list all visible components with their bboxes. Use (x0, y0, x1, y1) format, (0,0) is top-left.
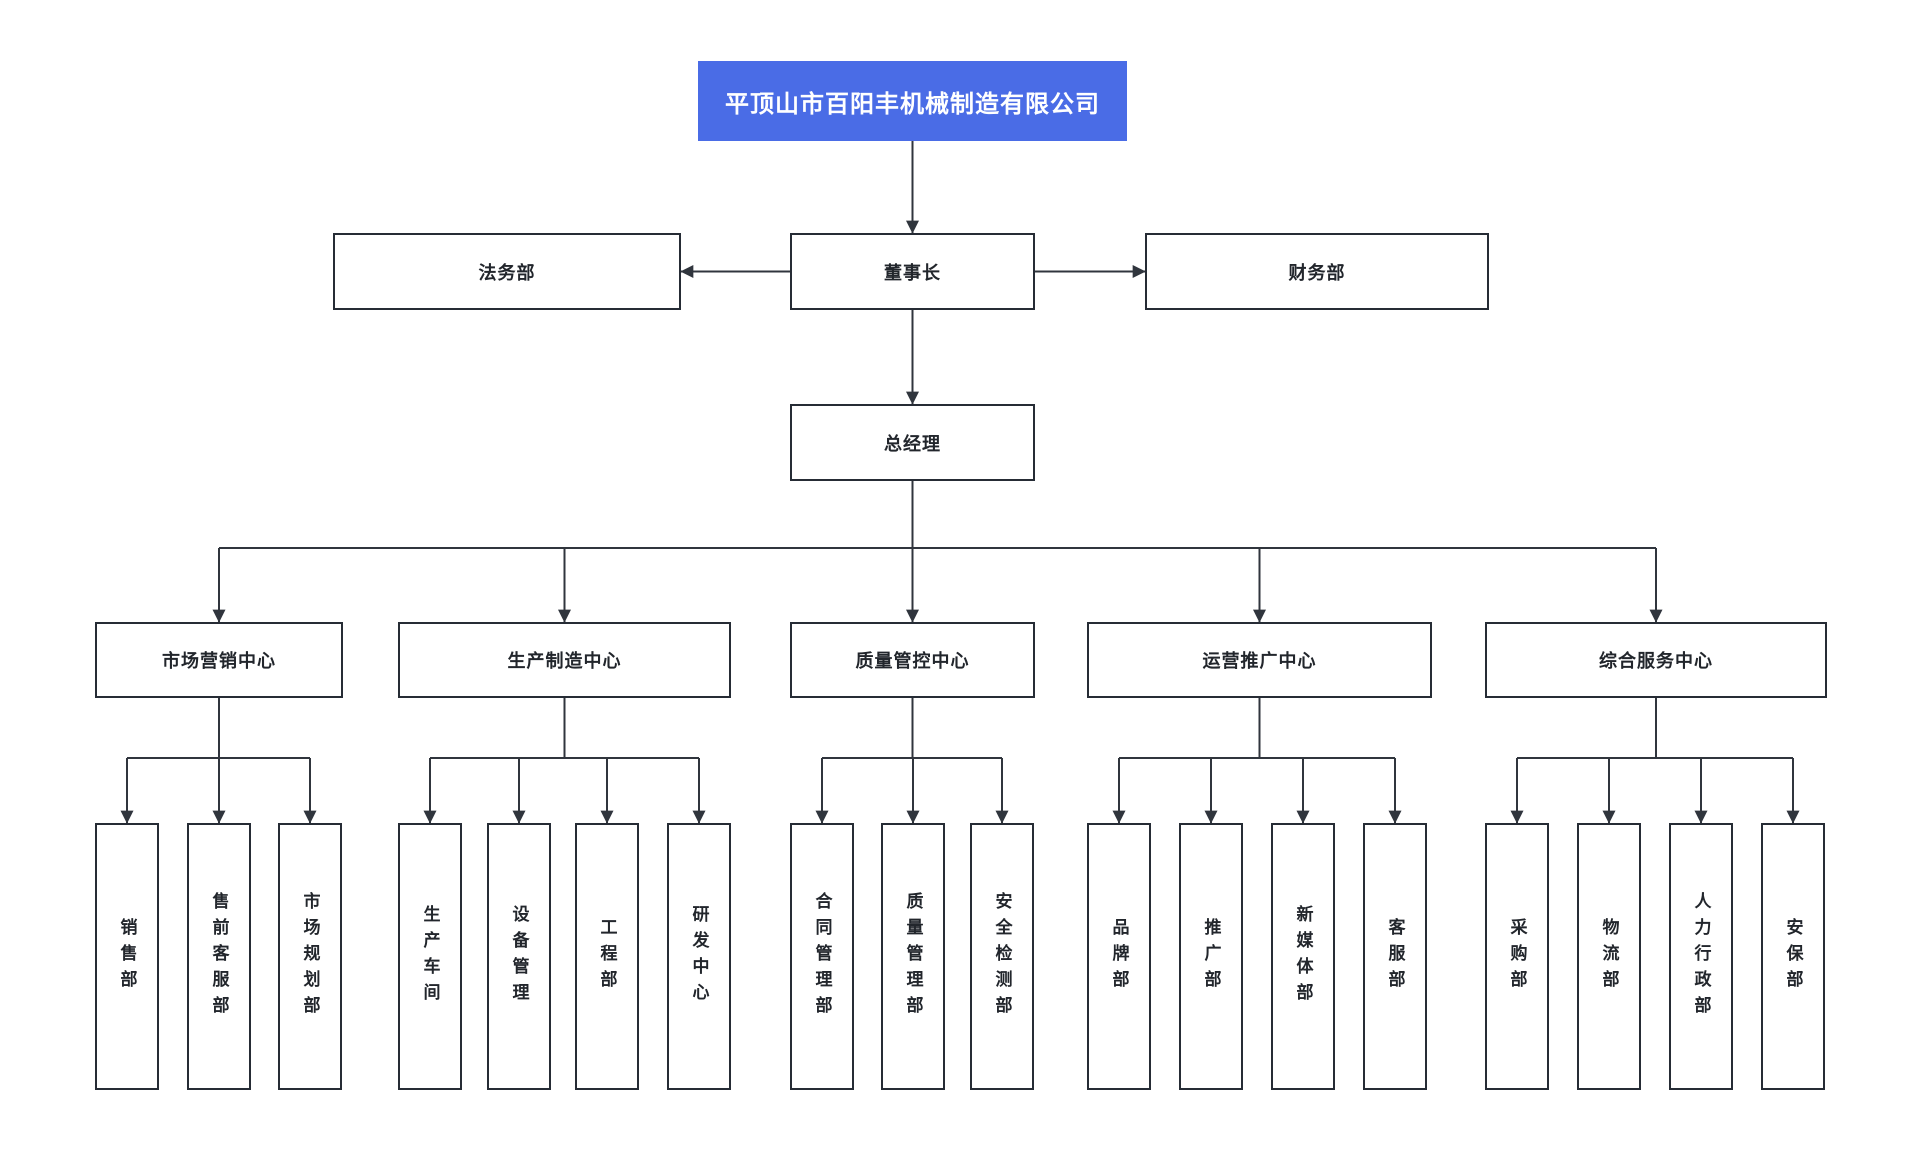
org-node-label-qmanage: 质量管理部 (903, 891, 923, 1022)
org-node-qmanage: 质量管理部 (881, 823, 945, 1090)
org-node-purchasing: 采购部 (1485, 823, 1549, 1090)
org-node-label-chairman: 董事长 (884, 262, 941, 283)
org-node-label-security: 安保部 (1783, 917, 1803, 996)
org-node-label-services: 综合服务中心 (1599, 651, 1713, 671)
org-node-label-promotion: 推广部 (1201, 917, 1221, 996)
org-node-label-planning: 市场规划部 (300, 891, 320, 1022)
org-node-label-production: 生产制造中心 (507, 651, 622, 671)
org-node-rnd: 研发中心 (667, 823, 731, 1090)
org-node-label-newmedia: 新媒体部 (1293, 904, 1313, 1009)
org-node-production: 生产制造中心 (398, 622, 731, 698)
org-node-promotion: 推广部 (1179, 823, 1243, 1090)
org-node-label-gm: 总经理 (884, 433, 941, 454)
org-node-label-engineering: 工程部 (597, 917, 617, 996)
org-node-label-workshop: 生产车间 (420, 904, 440, 1009)
org-node-operations: 运营推广中心 (1087, 622, 1432, 698)
org-node-custserv: 客服部 (1363, 823, 1427, 1090)
org-node-label-legal: 法务部 (478, 262, 536, 283)
org-node-services: 综合服务中心 (1485, 622, 1827, 698)
org-node-logistics: 物流部 (1577, 823, 1641, 1090)
org-node-security: 安保部 (1761, 823, 1825, 1090)
org-node-label-equipment: 设备管理 (509, 904, 529, 1009)
org-node-workshop: 生产车间 (398, 823, 462, 1090)
org-node-label-presales: 售前客服部 (209, 891, 229, 1022)
org-node-engineering: 工程部 (575, 823, 639, 1090)
org-node-chairman: 董事长 (790, 233, 1035, 310)
org-node-label-custserv: 客服部 (1385, 917, 1405, 996)
org-node-label-contract: 合同管理部 (812, 891, 832, 1022)
org-node-label-rnd: 研发中心 (689, 904, 709, 1009)
org-node-equipment: 设备管理 (487, 823, 551, 1090)
org-node-label-sales: 销售部 (117, 917, 137, 996)
org-node-safety: 安全检测部 (970, 823, 1034, 1090)
org-node-sales: 销售部 (95, 823, 159, 1090)
org-node-presales: 售前客服部 (187, 823, 251, 1090)
org-node-label-purchasing: 采购部 (1507, 917, 1527, 996)
org-node-marketing: 市场营销中心 (95, 622, 343, 698)
org-node-finance: 财务部 (1145, 233, 1489, 310)
org-node-gm: 总经理 (790, 404, 1035, 481)
org-node-planning: 市场规划部 (278, 823, 342, 1090)
org-node-label-logistics: 物流部 (1599, 917, 1619, 996)
org-node-label-finance: 财务部 (1288, 262, 1346, 283)
org-node-label-safety: 安全检测部 (992, 891, 1012, 1022)
org-node-hr: 人力行政部 (1669, 823, 1733, 1090)
org-node-label-root: 平顶山市百阳丰机械制造有限公司 (725, 90, 1100, 118)
org-node-label-quality: 质量管控中心 (855, 651, 970, 671)
org-node-quality: 质量管控中心 (790, 622, 1035, 698)
org-node-label-brand: 品牌部 (1109, 917, 1129, 996)
org-node-brand: 品牌部 (1087, 823, 1151, 1090)
org-node-label-marketing: 市场营销中心 (162, 651, 276, 671)
org-node-newmedia: 新媒体部 (1271, 823, 1335, 1090)
org-node-root: 平顶山市百阳丰机械制造有限公司 (698, 61, 1127, 141)
org-node-label-hr: 人力行政部 (1691, 891, 1711, 1022)
org-node-legal: 法务部 (333, 233, 681, 310)
org-node-contract: 合同管理部 (790, 823, 854, 1090)
org-node-label-operations: 运营推广中心 (1202, 651, 1317, 671)
